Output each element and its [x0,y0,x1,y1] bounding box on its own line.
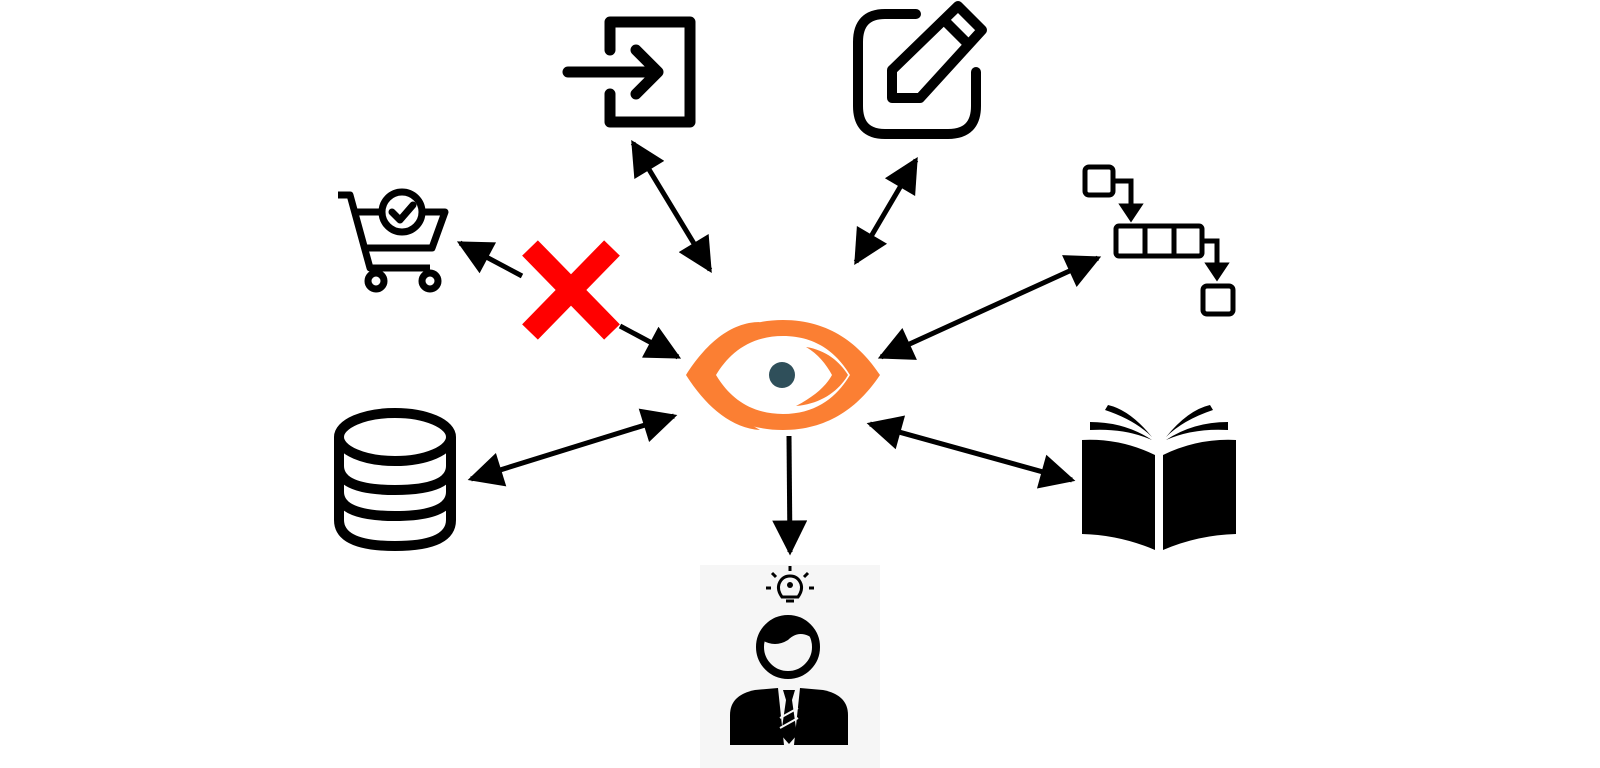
database-icon [334,408,456,552]
book-icon [1082,405,1236,550]
shopping-cart-check-icon [338,188,449,293]
arrow-queue [877,255,1102,360]
arrow-cart-b [618,323,682,360]
edit-icon [853,1,987,139]
arrow-book [866,415,1076,489]
arrow-edit [853,156,919,266]
person-idea-icon [700,565,880,768]
login-icon [562,16,696,128]
red-x-icon [522,240,620,340]
queue-workflow-icon [1082,164,1236,317]
arrow-database [467,408,678,487]
arrow-cart-a [456,240,524,279]
eye-logo-icon [686,320,880,430]
arrow-person [772,435,808,556]
arrow-login [630,140,713,273]
